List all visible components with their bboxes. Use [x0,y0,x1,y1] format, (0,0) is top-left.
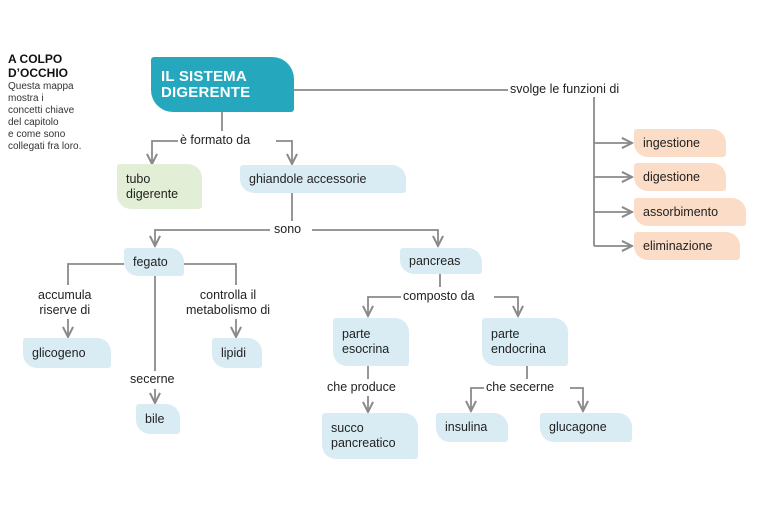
node-insulina: insulina [436,413,508,442]
label-formato-da: è formato da [178,133,253,148]
node-ghiandole-accessorie: ghiandole accessorie [240,165,406,193]
node-lipidi: lipidi [212,338,262,368]
node-parte-endocrina: parte endocrina [482,318,568,366]
node-glicogeno: glicogeno [23,338,111,368]
node-ingestione: ingestione [634,129,726,157]
node-succo-pancreatico: succo pancreatico [322,413,418,459]
node-fegato: fegato [124,248,184,276]
link-secerne-insulina [471,387,484,411]
label-controlla-metabolismo: controlla il metabolismo di [184,288,273,318]
label-composto-da: composto da [401,289,477,304]
intro-box: A COLPO D’OCCHIO Questa mappa mostra i c… [8,52,118,153]
node-bile: bile [136,404,180,434]
label-che-secerne: che secerne [484,380,557,395]
node-title: IL SISTEMA DIGERENTE [151,57,294,112]
label-svolge-le-funzioni: svolge le funzioni di [508,82,622,97]
label-accumula-riserve: accumula riserve di [36,288,94,318]
label-secerne: secerne [128,372,177,387]
link-formato-ghiandole [276,140,292,164]
link-fegato-controlla [184,263,237,285]
link-composto-esocrina [368,296,401,316]
node-eliminazione: eliminazione [634,232,740,260]
node-parte-esocrina: parte esocrina [333,318,409,366]
label-sono: sono [272,222,304,237]
node-assorbimento: assorbimento [634,198,746,226]
node-digestione: digestione [634,163,726,191]
link-formato-tubo [152,140,178,164]
link-sono-fegato [155,229,270,246]
intro-title: A COLPO D’OCCHIO [8,52,68,80]
node-glucagone: glucagone [540,413,632,442]
label-che-produce: che produce [325,380,398,395]
link-fegato-accumula [67,263,124,285]
node-tubo-digerente: tubo digerente [117,164,202,209]
link-composto-endocrina [494,296,518,316]
intro-text: Questa mappa mostra i concetti chiave de… [8,81,82,152]
link-sono-pancreas [312,229,438,246]
link-secerne-glucagone [570,387,583,411]
node-pancreas: pancreas [400,248,482,274]
